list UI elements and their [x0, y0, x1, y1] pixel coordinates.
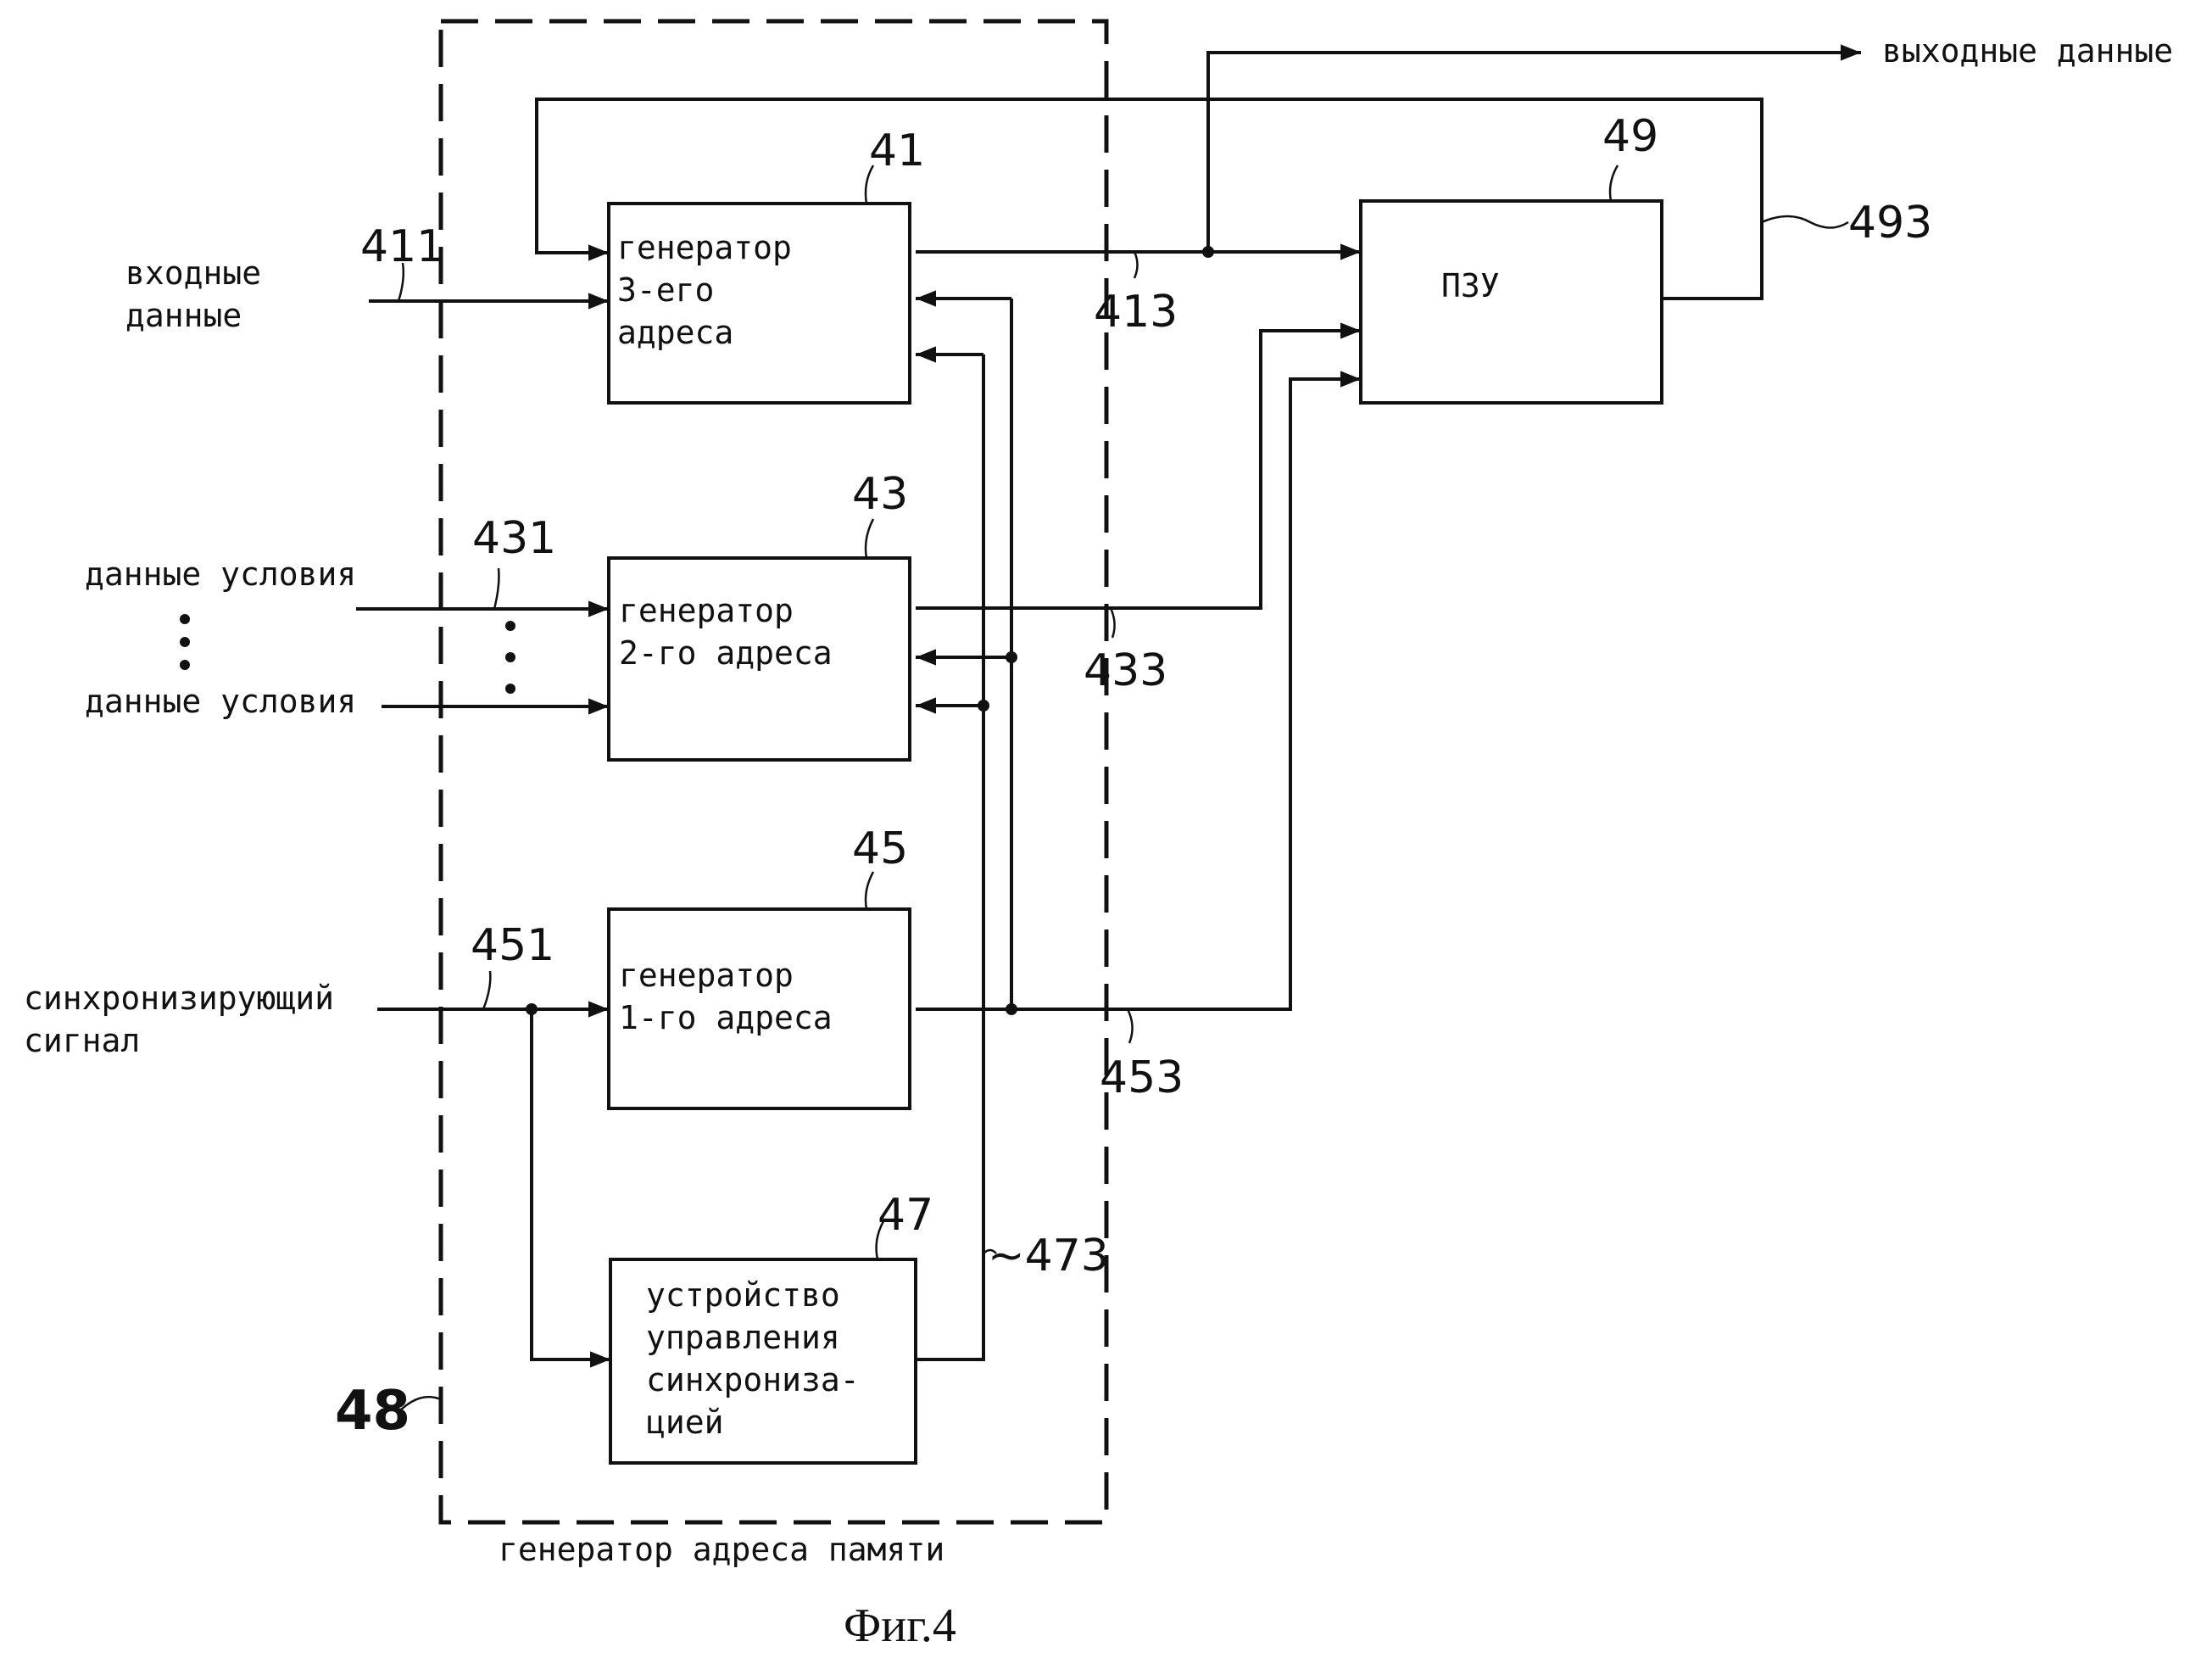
ref-43: 43 [852, 469, 908, 520]
leader-451 [483, 971, 490, 1009]
ref-453: 453 [1100, 1052, 1184, 1103]
ref-49: 49 [1602, 111, 1658, 162]
leader-413 [1134, 252, 1138, 278]
sync-signal-label: синхронизирующий сигнал [24, 980, 354, 1059]
memory-address-generator-label: генератор адреса памяти [499, 1531, 944, 1568]
ref-48: 48 [335, 1380, 410, 1443]
ref-47: 47 [878, 1190, 933, 1241]
ref-413: 413 [1094, 287, 1178, 338]
condition-data-label-2: данные условия [85, 683, 356, 720]
ref-493: 493 [1848, 198, 1932, 248]
leader-433 [1111, 608, 1115, 638]
sync-to-control-line [532, 1009, 610, 1359]
input-data-label: входные данные [125, 254, 281, 334]
ref-473: ~473 [988, 1231, 1109, 1281]
leader-45 [866, 872, 873, 909]
ref-45: 45 [852, 823, 908, 874]
ellipsis-dot [505, 684, 515, 694]
leader-431 [494, 568, 499, 609]
leader-493 [1762, 216, 1848, 228]
ellipsis-dot [180, 660, 190, 670]
ellipsis-dot [180, 637, 190, 647]
ellipsis-dot [505, 652, 515, 662]
output-data-label: выходные данные [1882, 32, 2173, 70]
ref-433: 433 [1084, 645, 1167, 696]
condition-data-label-1: данные условия [85, 555, 356, 593]
leader-43 [866, 519, 873, 558]
rom-label: ПЗУ [1441, 267, 1500, 304]
ellipsis-dot [180, 614, 190, 624]
figure-caption: Фиг.4 [844, 1599, 956, 1652]
ref-41: 41 [869, 126, 925, 176]
ref-431: 431 [472, 513, 556, 564]
ellipsis-dot [505, 621, 515, 631]
leader-49 [1610, 165, 1618, 201]
rom-block [1361, 201, 1662, 403]
ref-451: 451 [471, 920, 554, 971]
leader-453 [1128, 1009, 1133, 1043]
ref-411: 411 [360, 221, 444, 272]
